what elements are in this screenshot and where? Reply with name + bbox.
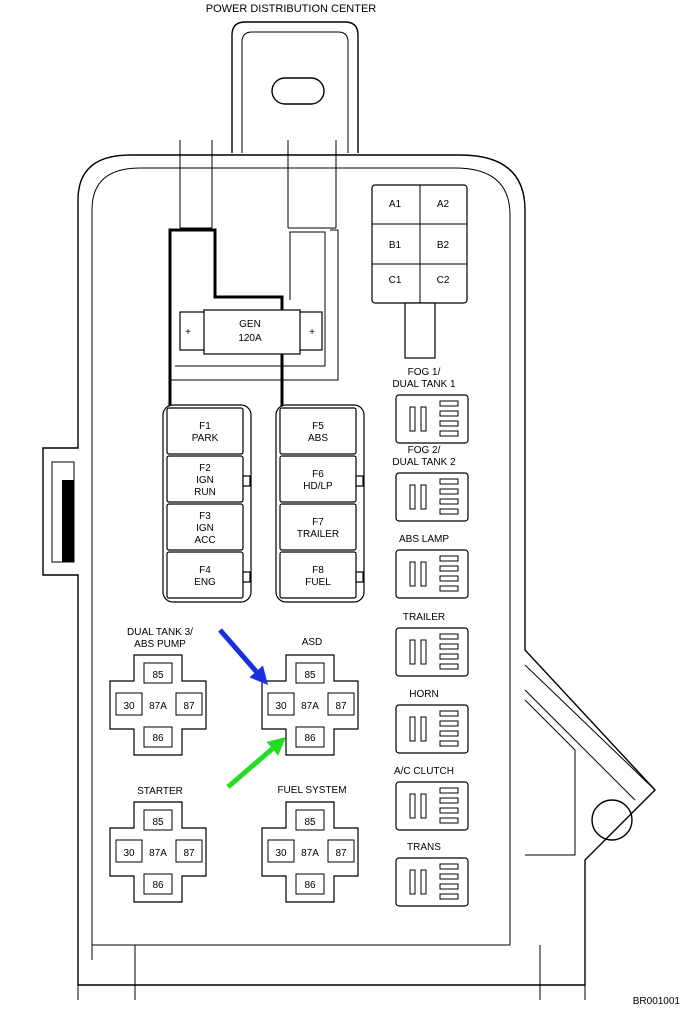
mini-fuse-label: FUEL: [305, 577, 331, 588]
pin-30: 30: [275, 701, 287, 712]
mini-fuse-label: F7: [312, 517, 324, 528]
pin-87: 87: [335, 848, 347, 859]
pin-85: 85: [152, 817, 164, 828]
pin-87a: 87A: [301, 848, 319, 859]
housing-outline: [42, 21, 656, 1000]
mini-fuse-label: F5: [312, 421, 324, 432]
pin-30: 30: [275, 848, 287, 859]
side-relay-3: ABS LAMP: [395, 534, 469, 599]
cartridge-fuse-b2: B2: [437, 240, 450, 251]
pin-85: 85: [152, 670, 164, 681]
side-relay-1: FOG 1/DUAL TANK 1: [392, 367, 469, 444]
pin-87a: 87A: [301, 701, 319, 712]
pin-87: 87: [183, 701, 195, 712]
iso-relay-3: STARTER 85 30 87A 87 86: [109, 786, 207, 903]
iso-relay-label: ABS PUMP: [134, 639, 186, 650]
iso-relay-1: DUAL TANK 3/ABS PUMP 85 30 87A 87 86: [109, 627, 207, 756]
gen-plus-left: +: [185, 327, 191, 338]
iso-relay-4: FUEL SYSTEM 85 30 87A 87 86: [261, 785, 359, 903]
pin-87: 87: [183, 848, 195, 859]
iso-relay-2: ASD 85 30 87A 87 86: [261, 637, 359, 756]
gen-fuse-name: GEN: [239, 319, 261, 330]
cartridge-fuse-a1: A1: [389, 199, 402, 210]
side-relay-label: DUAL TANK 1: [392, 379, 456, 390]
side-relay-label: TRANS: [407, 842, 441, 853]
gen-fuse-rating: 120A: [238, 333, 262, 344]
side-relay-2: FOG 2/DUAL TANK 2: [392, 445, 469, 522]
side-relay-label: DUAL TANK 2: [392, 457, 456, 468]
cartridge-fuse-b1: B1: [389, 240, 402, 251]
side-relay-label: FOG 1/: [408, 367, 441, 378]
pin-86: 86: [304, 880, 316, 891]
mini-fuse-label: F8: [312, 565, 324, 576]
mini-fuse-label: HD/LP: [303, 481, 333, 492]
mini-fuse-label: F1: [199, 421, 211, 432]
gen-fuse: + + GEN 120A: [179, 309, 323, 355]
mini-fuse-label: F3: [199, 511, 211, 522]
pin-86: 86: [304, 733, 316, 744]
iso-relays: DUAL TANK 3/ABS PUMP 85 30 87A 87 86 ASD 85 30 87…: [109, 627, 359, 903]
pin-87: 87: [335, 701, 347, 712]
mini-fuse-label: IGN: [196, 523, 214, 534]
cartridge-fuse-a2: A2: [437, 199, 450, 210]
mini-fuse-label: ACC: [194, 535, 215, 546]
blue-arrow: [218, 628, 268, 685]
pin-87a: 87A: [149, 848, 167, 859]
figure-code: BR001001: [633, 996, 681, 1007]
pin-85: 85: [304, 817, 316, 828]
cartridge-fuse-c2: C2: [437, 275, 450, 286]
mini-fuse-label: RUN: [194, 487, 216, 498]
iso-relay-label: STARTER: [137, 786, 183, 797]
side-clip-latch: [62, 480, 74, 562]
side-relay-label: FOG 2/: [408, 445, 441, 456]
pin-86: 86: [152, 733, 164, 744]
pin-86: 86: [152, 880, 164, 891]
pin-85: 85: [304, 670, 316, 681]
pin-87a: 87A: [149, 701, 167, 712]
green-arrow: [226, 737, 286, 789]
pin-30: 30: [123, 701, 135, 712]
mini-fuse-label: IGN: [196, 475, 214, 486]
iso-relay-label: ASD: [302, 637, 323, 648]
iso-relay-label: DUAL TANK 3/: [127, 627, 193, 638]
iso-relay-label: FUEL SYSTEM: [277, 785, 346, 796]
side-relay-5: HORN: [395, 689, 469, 754]
arrows: [218, 628, 286, 789]
mini-fuse-label: F4: [199, 565, 211, 576]
side-relay-label: A/C CLUTCH: [394, 766, 454, 777]
side-relay-label: HORN: [409, 689, 438, 700]
mini-fuse-label: PARK: [192, 433, 219, 444]
side-relay-label: ABS LAMP: [399, 534, 449, 545]
side-relay-label: TRAILER: [403, 612, 445, 623]
mini-fuse-label: ENG: [194, 577, 216, 588]
side-relay-4: TRAILER: [395, 612, 469, 677]
side-relay-7: TRANS: [395, 842, 469, 907]
side-relay-6: A/C CLUTCH: [394, 766, 469, 831]
gen-plus-right: +: [309, 327, 315, 338]
mini-fuse-label: TRAILER: [297, 529, 339, 540]
mini-fuse-label: ABS: [308, 433, 328, 444]
pin-30: 30: [123, 848, 135, 859]
mini-fuse-label: F6: [312, 469, 324, 480]
cartridge-fuse-c1: C1: [389, 275, 402, 286]
mini-fuse-label: F2: [199, 463, 211, 474]
diagram-title: POWER DISTRIBUTION CENTER: [206, 3, 377, 15]
